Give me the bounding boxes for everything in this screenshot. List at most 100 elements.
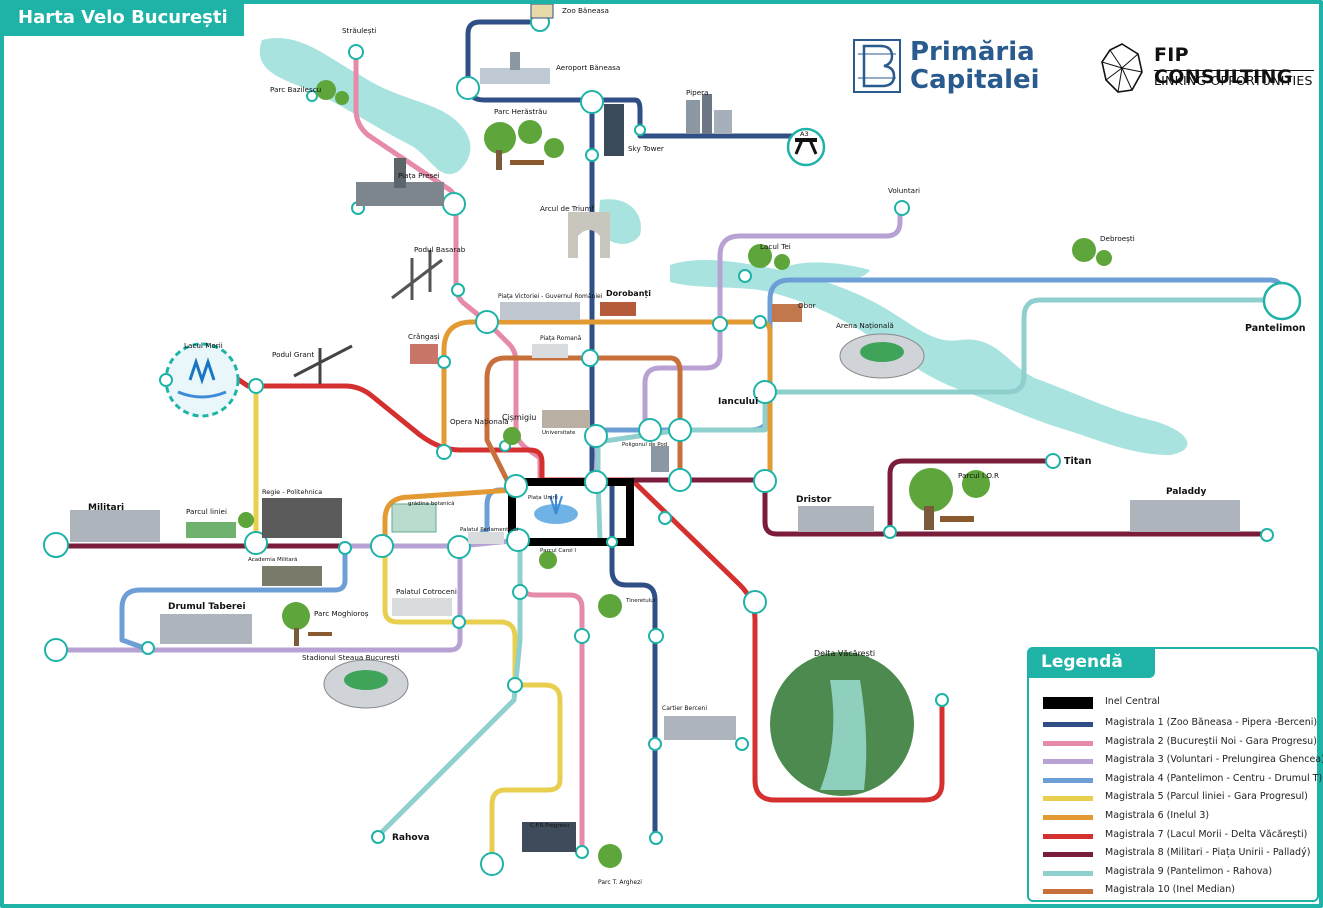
station-pantelimon[interactable] (1262, 281, 1302, 321)
label-obor: Obor (798, 301, 816, 310)
label-baziliescu: Parc Bazilescu (270, 85, 321, 94)
station-piata-presei[interactable] (442, 192, 466, 216)
station-mid-yellow[interactable] (507, 677, 523, 693)
station-delta-entry[interactable] (743, 590, 767, 614)
route-m2[interactable] (353, 57, 585, 853)
regie-crowd (262, 498, 342, 538)
tree-icon (598, 594, 622, 618)
pipera-building-2 (702, 94, 712, 134)
station-baziliescu[interactable] (306, 90, 318, 102)
station-obor[interactable] (753, 315, 767, 329)
tree-icon (335, 91, 349, 105)
station-carol[interactable] (512, 584, 528, 600)
fip-line2: LINKING OPPORTUNITIES (1154, 73, 1313, 88)
tree-icon (598, 844, 622, 868)
legend-swatch (1043, 777, 1093, 783)
station-universitate-east[interactable] (638, 418, 662, 442)
steaua-field (344, 670, 388, 690)
station-moghioros[interactable] (141, 641, 155, 655)
drumul-taberei-building (160, 614, 252, 644)
station-ior[interactable] (883, 525, 897, 539)
station-regie[interactable] (338, 541, 352, 555)
label-arena: Arena Națională (836, 321, 894, 331)
station-unirii-se[interactable] (606, 536, 618, 548)
label-titan: Titan (1064, 456, 1092, 467)
primaria-line1: Primăria (910, 37, 1035, 67)
legend-swatch (1043, 852, 1093, 858)
label-cfr: C.F.R Progresu (530, 823, 569, 829)
lacul-morii-icon (159, 342, 240, 418)
page-title: Harta Velo București (0, 0, 244, 36)
station-progresu-yellow[interactable] (480, 852, 504, 876)
station-straulesti[interactable] (348, 44, 364, 60)
fip-consulting-logo: FIP CONSULTING LINKING OPPORTUNITIES (1098, 40, 1318, 100)
label-gradina: grădina botanică (408, 501, 455, 507)
label-arcul: Arcul de Triumf (540, 204, 595, 213)
route-m4[interactable] (119, 277, 1285, 653)
station-unirii-nw[interactable] (504, 474, 528, 498)
label-tineretului: Tineretului (625, 598, 656, 604)
label-piata-presei: Piața Presei (398, 171, 440, 181)
bridge-basarab-icon (391, 250, 443, 300)
station-cotroceni[interactable] (452, 615, 466, 629)
route-m8[interactable] (57, 458, 1269, 549)
victoriei-building (500, 302, 580, 320)
station-parlament[interactable] (447, 535, 471, 559)
station-tineretului[interactable] (574, 628, 590, 644)
station-unirii-e[interactable] (668, 468, 692, 492)
station-drumul-taberei-end[interactable] (44, 638, 68, 662)
station-crangasi[interactable] (437, 355, 451, 369)
station-berceni-w[interactable] (648, 737, 662, 751)
station-militari[interactable] (43, 532, 69, 558)
inel-central[interactable] (508, 478, 634, 546)
dristor-building (798, 506, 874, 532)
station-gradina[interactable] (370, 534, 394, 558)
station-m1-end[interactable] (649, 831, 663, 845)
station-poligon[interactable] (668, 418, 692, 442)
station-parcul-liniei[interactable] (244, 531, 268, 555)
station-aeroport[interactable] (456, 76, 480, 100)
bridge-grant-icon (293, 344, 353, 384)
label-straulesti: Străulești (342, 26, 376, 35)
station-romana[interactable] (581, 349, 599, 367)
legend-swatch (1043, 889, 1093, 895)
presei-tower (394, 158, 406, 188)
station-unirii-east-small[interactable] (658, 511, 672, 525)
label-iancului: Iancului (718, 397, 758, 407)
station-delta-end[interactable] (935, 693, 949, 707)
label-aeroport: Aeroport Băneasa (556, 63, 620, 72)
gradina-greenhouse (391, 503, 437, 533)
station-paladdy[interactable] (1260, 528, 1274, 542)
station-voluntari[interactable] (894, 200, 910, 216)
route-m10[interactable] (484, 355, 683, 493)
station-dorobanti[interactable] (712, 316, 728, 332)
station-unirii-ne[interactable] (584, 470, 608, 494)
label-universitate: Universitate (542, 430, 576, 436)
label-lacul-tei: Lacul Tei (760, 242, 791, 251)
label-academia: Academia Militară (248, 557, 297, 563)
legend-label: Magistrala 5 (Parcul liniei - Gara Progr… (1105, 791, 1308, 803)
station-herastrau[interactable] (580, 90, 604, 114)
station-rahova[interactable] (371, 830, 385, 844)
tree-icon (909, 468, 953, 512)
station-victoriei[interactable] (475, 310, 499, 334)
station-unirii-sw[interactable] (506, 528, 530, 552)
legend-swatch (1043, 740, 1093, 746)
station-lacul-tei[interactable] (738, 269, 752, 283)
station-podul-basarab[interactable] (451, 283, 465, 297)
station-opera[interactable] (436, 444, 452, 460)
station-tineretului-e[interactable] (648, 628, 664, 644)
station-universitate[interactable] (584, 424, 608, 448)
station-cfr-progresu[interactable] (575, 845, 589, 859)
station-pipera[interactable] (634, 124, 646, 136)
station-dristor[interactable] (753, 469, 777, 493)
berceni-building (664, 716, 736, 740)
station-iancului[interactable] (753, 380, 777, 404)
station-titan[interactable] (1045, 453, 1061, 469)
station-podul-grant[interactable] (248, 378, 264, 394)
obor-market (772, 304, 802, 322)
station-sky-tower[interactable] (585, 148, 599, 162)
station-berceni-e[interactable] (735, 737, 749, 751)
universitate-building (542, 410, 590, 428)
